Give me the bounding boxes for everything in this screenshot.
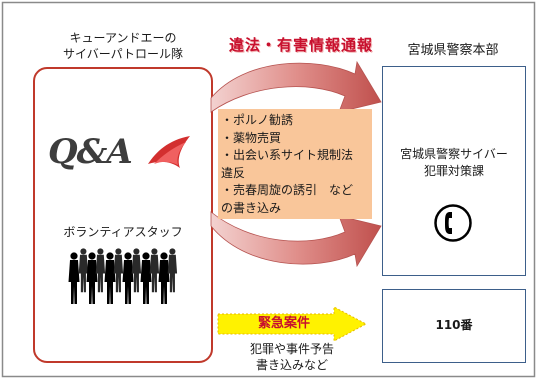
report-item-6: の書き込み	[221, 200, 282, 215]
division-name-line1: 宮城県警察サイバー	[400, 147, 508, 161]
report-items-box	[218, 109, 372, 219]
report-item-1: ・ポルノ勧誘	[221, 113, 294, 127]
people-silhouette-icon	[68, 248, 178, 304]
left-org-title-line1: キューアンドエーの	[69, 31, 177, 45]
report-arrow-label: 違法・有害情報通報	[229, 36, 374, 54]
emergency-110-box	[382, 289, 526, 363]
emergency-110-label: 110番	[435, 318, 473, 332]
report-item-3: ・出会い系サイト規制法	[221, 148, 354, 162]
police-hq-title: 宮城県警察本部	[407, 43, 499, 58]
qa-logo-text: Q&A	[48, 132, 133, 172]
report-item-5: ・売春周旋の誘引 など	[221, 183, 354, 197]
staff-label: ボランティアスタッフ	[63, 225, 183, 239]
curved-arrow-icon	[210, 60, 382, 268]
left-org-box	[33, 67, 213, 363]
urgent-arrow-label: 緊急案件	[258, 316, 311, 331]
division-name-line2: 犯罪対策課	[423, 164, 484, 178]
urgent-caption-line2: 書き込みなど	[255, 358, 328, 372]
left-org-title-line2: サイバーパトロール隊	[62, 47, 183, 61]
report-item-2: ・薬物売買	[221, 130, 282, 145]
report-item-4: 違反	[221, 165, 246, 180]
telephone-icon	[434, 204, 472, 242]
urgent-caption-line1: 犯罪や事件予告	[249, 342, 334, 356]
qa-logo-icon	[148, 136, 190, 168]
right-arrow-icon	[217, 306, 368, 342]
